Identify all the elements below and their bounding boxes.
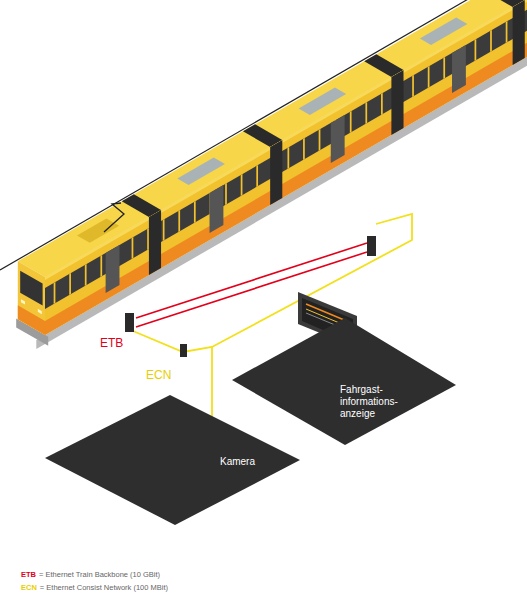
panel-label: Fahrgast- informations- anzeige bbox=[340, 384, 416, 420]
car-joint bbox=[149, 210, 161, 275]
door bbox=[106, 245, 120, 293]
tram-side bbox=[45, 0, 527, 335]
window-divider bbox=[241, 174, 243, 196]
car-joint bbox=[270, 140, 282, 205]
switch-box bbox=[125, 313, 134, 332]
front-face bbox=[18, 261, 45, 335]
window-divider bbox=[132, 237, 134, 259]
etb-line bbox=[136, 252, 367, 327]
panel-outline bbox=[42, 392, 304, 528]
window-divider bbox=[428, 66, 430, 88]
window-divider bbox=[85, 264, 87, 286]
legend-abbreviation: ETB bbox=[21, 570, 36, 579]
window-divider bbox=[256, 165, 258, 187]
window-divider bbox=[225, 183, 227, 205]
window-divider bbox=[412, 75, 414, 97]
window-band bbox=[45, 0, 527, 309]
panel-ground bbox=[45, 395, 300, 525]
camera-panel: Kamera bbox=[42, 392, 304, 528]
window-divider bbox=[54, 282, 56, 304]
window-divider bbox=[365, 102, 367, 124]
car-joint bbox=[513, 0, 525, 65]
legend-text: = Ethernet Train Backbone (10 GBit) bbox=[39, 570, 160, 579]
legend-row: ECN= Ethernet Consist Network (100 MBit) bbox=[21, 583, 168, 592]
ecn-label: ECN bbox=[146, 368, 171, 382]
window-divider bbox=[178, 210, 180, 232]
window-divider bbox=[147, 228, 149, 250]
panel-ground bbox=[232, 318, 456, 445]
legend-text: = Ethernet Consist Network (100 MBit) bbox=[40, 583, 168, 592]
roof-face bbox=[18, 0, 527, 277]
headlight bbox=[38, 309, 42, 314]
panel-outline bbox=[228, 314, 460, 446]
legend-row: ETB= Ethernet Train Backbone (10 GBit) bbox=[21, 570, 160, 579]
car-joint bbox=[391, 70, 403, 135]
door bbox=[210, 185, 224, 233]
window-divider bbox=[490, 30, 492, 52]
window-divider bbox=[163, 219, 165, 241]
legend-key: ECN bbox=[21, 583, 37, 592]
side-face bbox=[45, 0, 527, 335]
window-divider bbox=[506, 21, 508, 43]
roof-edge bbox=[45, 0, 527, 280]
window-divider bbox=[194, 201, 196, 223]
pantograph bbox=[104, 203, 124, 232]
window-divider bbox=[100, 255, 102, 277]
headlight bbox=[21, 299, 25, 304]
tram-roof bbox=[18, 0, 527, 277]
switch-box bbox=[367, 236, 376, 256]
windshield bbox=[20, 271, 42, 306]
panel-label: Kamera bbox=[220, 456, 280, 468]
window-divider bbox=[475, 39, 477, 61]
display-panel: Fahrgast- informations- anzeige bbox=[228, 314, 460, 446]
window-divider bbox=[443, 57, 445, 79]
etb-label: ETB bbox=[100, 336, 123, 350]
tram-front bbox=[18, 261, 45, 335]
door bbox=[452, 45, 466, 93]
legend-abbreviation: ECN bbox=[21, 583, 37, 592]
window-dividers bbox=[54, 0, 527, 304]
legend-key: ETB bbox=[21, 570, 36, 579]
window-divider bbox=[69, 273, 71, 295]
window-divider bbox=[381, 93, 383, 115]
switch-box bbox=[180, 344, 187, 357]
window-divider bbox=[319, 129, 321, 151]
screen-line bbox=[306, 304, 349, 322]
window-divider bbox=[287, 147, 289, 169]
window-divider bbox=[350, 111, 352, 133]
door bbox=[331, 115, 345, 163]
front-skirt bbox=[18, 305, 45, 335]
ecn-line bbox=[133, 214, 412, 352]
window-divider bbox=[303, 138, 305, 160]
